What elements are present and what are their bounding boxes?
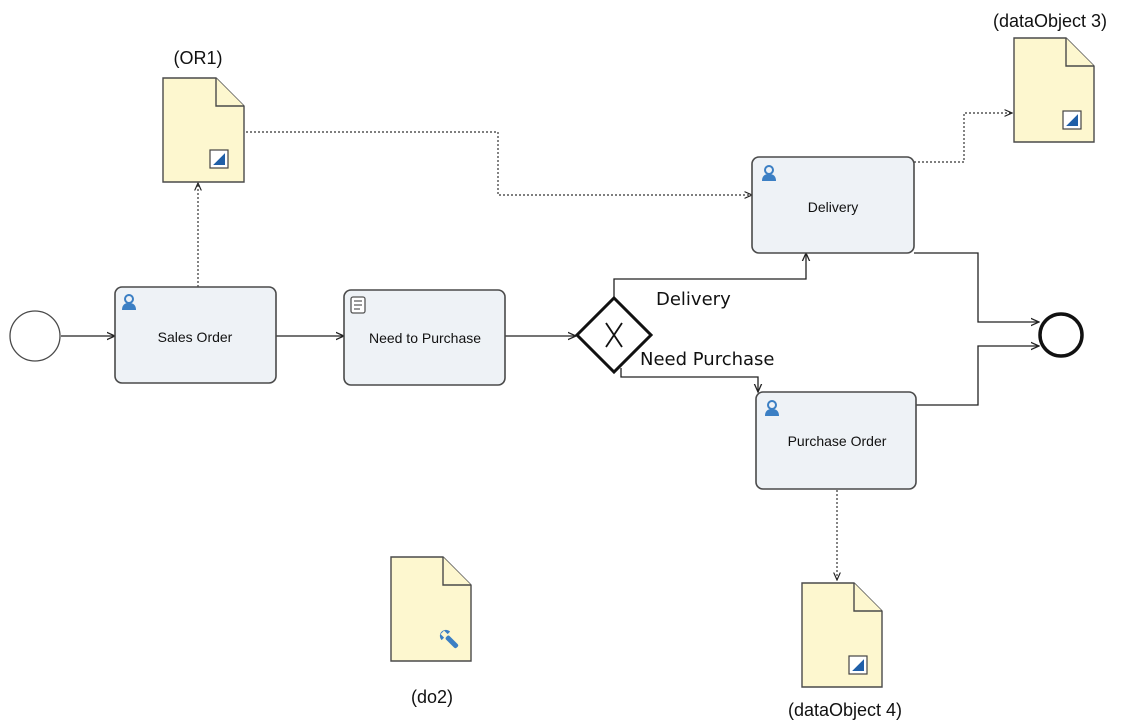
task-label-purchase-order: Purchase Order <box>788 433 887 449</box>
data-object-dataobject-4[interactable] <box>801 582 883 688</box>
data-object-dataobject-3[interactable] <box>1013 37 1095 143</box>
flow-label-need-purchase: Need Purchase <box>640 349 775 370</box>
task-label-sales-order: Sales Order <box>158 329 233 345</box>
output-marker-icon <box>848 655 868 675</box>
output-marker-icon <box>209 149 229 169</box>
task-purchase-order[interactable]: Purchase Order <box>755 391 917 490</box>
task-label-need-to-purchase: Need to Purchase <box>369 330 481 346</box>
exclusive-gateway-icon <box>605 322 623 348</box>
end-event[interactable] <box>1038 312 1084 358</box>
sequence-flows <box>61 252 1039 406</box>
data-object-label-or1: (OR1) <box>174 48 223 68</box>
task-sales-order[interactable]: Sales Order <box>114 286 277 384</box>
flow-gateway-to-delivery[interactable] <box>613 253 806 298</box>
script-task-icon <box>350 296 366 314</box>
data-object-label-dataobject-3: (dataObject 3) <box>993 11 1107 31</box>
task-need-to-purchase[interactable]: Need to Purchase <box>343 289 506 386</box>
association-or1-to-delivery[interactable] <box>246 131 752 195</box>
data-object-label-dataobject-4: (dataObject 4) <box>788 700 902 720</box>
output-marker-icon <box>1062 110 1082 130</box>
task-delivery[interactable]: Delivery <box>751 156 915 254</box>
flow-purchase-to-end[interactable] <box>916 346 1039 406</box>
association-delivery-to-dataobject3[interactable] <box>914 113 1012 163</box>
flow-label-delivery: Delivery <box>656 289 731 310</box>
exclusive-gateway[interactable] <box>574 295 654 375</box>
data-object-do2[interactable] <box>390 556 472 662</box>
associations <box>198 113 1012 580</box>
flow-delivery-to-end[interactable] <box>914 252 1039 322</box>
start-event[interactable] <box>9 310 61 362</box>
data-object-label-do2: (do2) <box>411 687 453 707</box>
task-label-delivery: Delivery <box>808 199 859 215</box>
wrench-icon <box>439 629 459 649</box>
flow-gateway-to-purchase-order[interactable] <box>620 368 758 392</box>
data-object-or1[interactable] <box>162 77 245 183</box>
